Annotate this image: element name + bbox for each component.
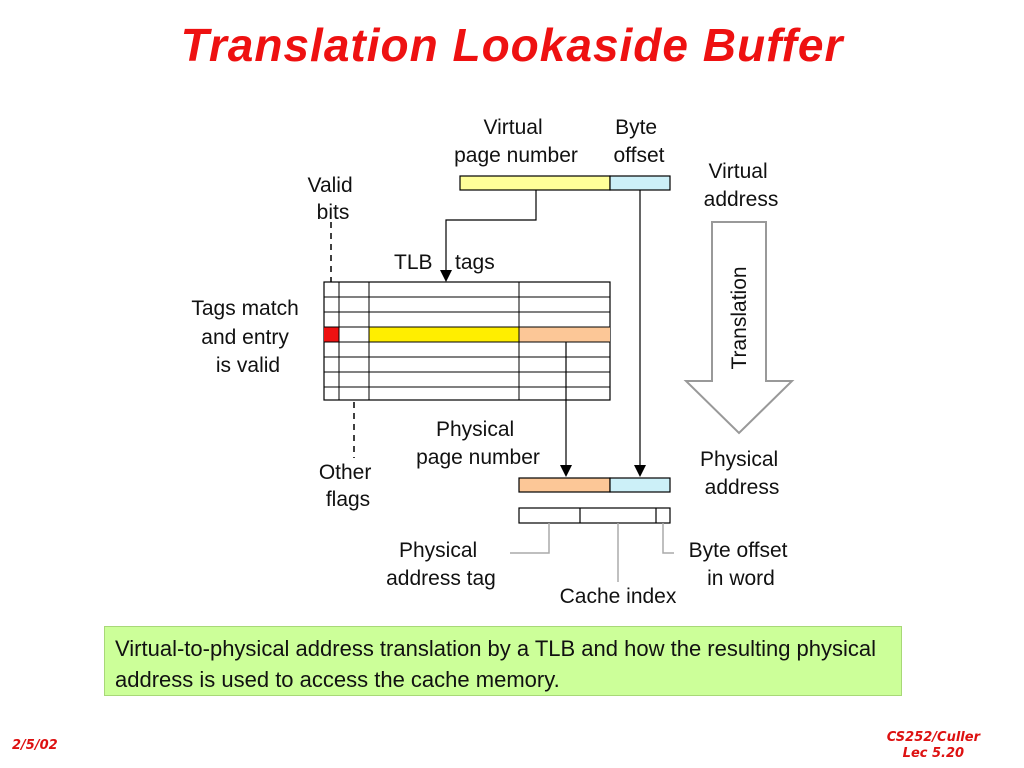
footer-course: CS252/Culler bbox=[886, 730, 980, 745]
byte-offset-in-word-label: Byte offset in word bbox=[689, 539, 794, 590]
translation-arrow bbox=[683, 221, 795, 435]
page-title: Translation Lookaside Buffer bbox=[180, 19, 844, 71]
physical-page-number-field bbox=[518, 477, 611, 493]
tlb-hit-valid-bit bbox=[324, 327, 339, 342]
tlb-table bbox=[323, 281, 611, 401]
vpn-to-tags-line bbox=[445, 190, 537, 272]
footer-lecture: Lec 5.20 bbox=[902, 746, 965, 761]
cache-address-fields bbox=[518, 507, 671, 524]
physical-address-tag-label: Physical address tag bbox=[386, 539, 496, 590]
byte-in-word-leader bbox=[662, 523, 674, 554]
physical-byte-offset-field bbox=[609, 477, 671, 493]
physical-address-label: Physical address bbox=[700, 448, 784, 499]
ppn-to-physical-arrowhead bbox=[560, 465, 572, 477]
tags-match-label: Tags match and entry is valid bbox=[191, 297, 304, 377]
vpn-to-tags-arrowhead bbox=[440, 270, 452, 282]
caption-box: Virtual-to-physical address translation … bbox=[104, 626, 902, 696]
cache-index-label: Cache index bbox=[560, 585, 677, 608]
tlb-label: TLB bbox=[394, 251, 433, 274]
footer-course-info: CS252/Culler Lec 5.20 bbox=[887, 730, 980, 762]
tlb-hit-tag bbox=[369, 327, 519, 342]
byte-offset-label: Byte offset bbox=[614, 116, 665, 167]
tags-label: tags bbox=[455, 251, 495, 274]
offset-passthrough-arrowhead bbox=[634, 465, 646, 477]
footer-date: 2/5/02 bbox=[12, 738, 58, 753]
virtual-address-label: Virtual address bbox=[704, 160, 779, 211]
valid-bits-label: Valid bits bbox=[308, 174, 359, 224]
physical-tag-leader bbox=[510, 523, 550, 554]
tlb-hit-physical-page bbox=[519, 327, 610, 342]
virtual-page-number-field bbox=[459, 175, 611, 191]
other-flags-label: Other flags bbox=[319, 461, 377, 511]
translation-label: Translation bbox=[728, 266, 751, 369]
virtual-page-number-label: Virtual page number bbox=[454, 116, 578, 167]
physical-page-number-label: Physical page number bbox=[416, 418, 540, 469]
virtual-byte-offset-field bbox=[609, 175, 671, 191]
